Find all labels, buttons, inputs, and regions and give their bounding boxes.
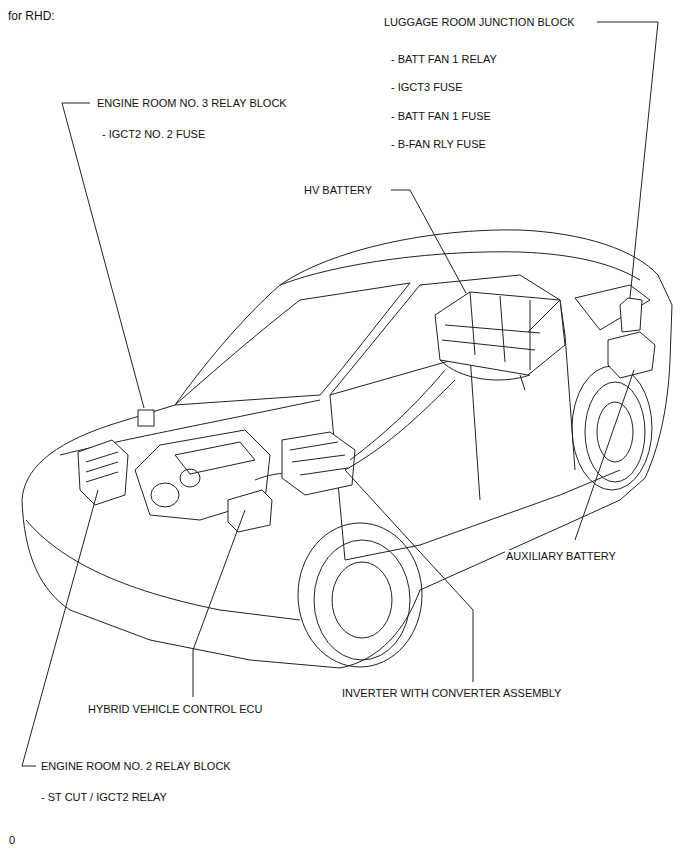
inverter-with-converter-assembly <box>282 432 355 495</box>
leader-line <box>597 22 658 298</box>
hv-cable <box>345 370 455 470</box>
hybrid-vehicle-control-ecu <box>228 490 272 532</box>
car-roof <box>280 252 640 285</box>
leader-line <box>391 190 466 293</box>
front-wheel-hub <box>332 562 392 638</box>
page-number: 0 <box>8 834 16 847</box>
car-door-line <box>330 335 575 560</box>
leader-line <box>62 103 144 408</box>
hv-battery-wiring <box>440 360 530 390</box>
part-item: - B-FAN RLY FUSE <box>390 138 487 151</box>
engine-cover <box>175 442 255 474</box>
diagram-title: for RHD: <box>8 9 55 23</box>
engine-room-no3-relay-block <box>138 410 154 426</box>
part-label: AUXILIARY BATTERY <box>505 550 617 563</box>
part-item: - IGCT2 NO. 2 FUSE <box>101 128 206 141</box>
part-item: - BATT FAN 1 RELAY <box>390 53 498 66</box>
auxiliary-battery <box>608 332 655 378</box>
part-label: ENGINE ROOM NO. 2 RELAY BLOCK <box>40 760 232 773</box>
rear-wheel-arch <box>572 366 652 490</box>
front-wheel-arch <box>298 523 422 667</box>
engine-room-no2-relay-block-detail <box>86 452 118 482</box>
part-item: - IGCT3 FUSE <box>390 81 464 94</box>
hv-battery <box>435 292 565 375</box>
part-label: ENGINE ROOM NO. 3 RELAY BLOCK <box>96 97 288 110</box>
leader-line <box>193 510 245 697</box>
car-windshield <box>175 283 410 405</box>
part-item: - BATT FAN 1 FUSE <box>390 110 492 123</box>
engine-room-no2-relay-block <box>78 440 128 505</box>
hv-battery-detail <box>442 292 560 370</box>
inverter-detail <box>290 442 348 475</box>
part-label: LUGGAGE ROOM JUNCTION BLOCK <box>383 16 576 29</box>
part-label: INVERTER WITH CONVERTER ASSEMBLY <box>341 687 562 700</box>
leader-line <box>22 490 98 766</box>
part-item: - ST CUT / IGCT2 RELAY <box>40 791 168 804</box>
car-bumper <box>26 520 300 620</box>
rear-wheel-hub <box>597 402 633 462</box>
car-side-window <box>330 275 565 395</box>
car-body-outline <box>22 230 672 668</box>
engine-pulley <box>180 469 200 487</box>
part-label: HV BATTERY <box>303 184 373 197</box>
leader-line <box>345 470 473 682</box>
part-label: HYBRID VEHICLE CONTROL ECU <box>87 703 263 716</box>
front-wheel <box>314 540 410 660</box>
luggage-room-junction-block <box>620 298 642 332</box>
rear-wheel <box>585 382 645 482</box>
engine-pulley <box>151 483 179 507</box>
leader-line <box>575 370 634 540</box>
